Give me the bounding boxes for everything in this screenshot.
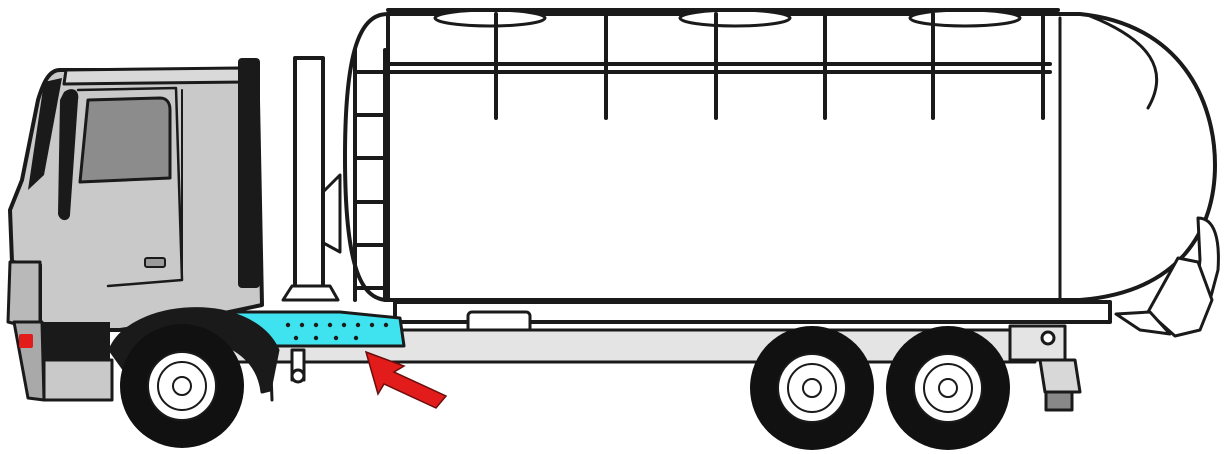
rear-wheel-1 bbox=[750, 326, 874, 450]
tower-base bbox=[283, 286, 338, 300]
stabiliser-foot bbox=[1046, 392, 1072, 410]
manhole-3 bbox=[910, 10, 1020, 26]
mudflap-rod bbox=[270, 348, 272, 400]
side-window bbox=[80, 98, 170, 182]
headlight bbox=[19, 334, 33, 348]
front-bumper bbox=[8, 262, 40, 330]
rear-pivot bbox=[1042, 332, 1054, 344]
cab-step bbox=[44, 360, 112, 400]
rear-stabiliser-leg bbox=[1040, 360, 1080, 392]
grille-panel bbox=[42, 322, 110, 360]
front-wheel bbox=[120, 324, 244, 448]
cab-roof bbox=[64, 68, 249, 84]
lower-bumper bbox=[14, 322, 44, 400]
front-coupling bbox=[292, 350, 304, 382]
front-mount-tower bbox=[295, 58, 323, 288]
exhaust-stack bbox=[238, 58, 260, 288]
tank bbox=[301, 10, 1218, 336]
manhole-1 bbox=[435, 10, 545, 26]
rear-wheel-2 bbox=[886, 326, 1010, 450]
door-handle bbox=[145, 258, 165, 267]
rear-bumper bbox=[1010, 326, 1065, 360]
manhole-2 bbox=[680, 10, 790, 26]
tank-shell bbox=[345, 14, 1215, 300]
